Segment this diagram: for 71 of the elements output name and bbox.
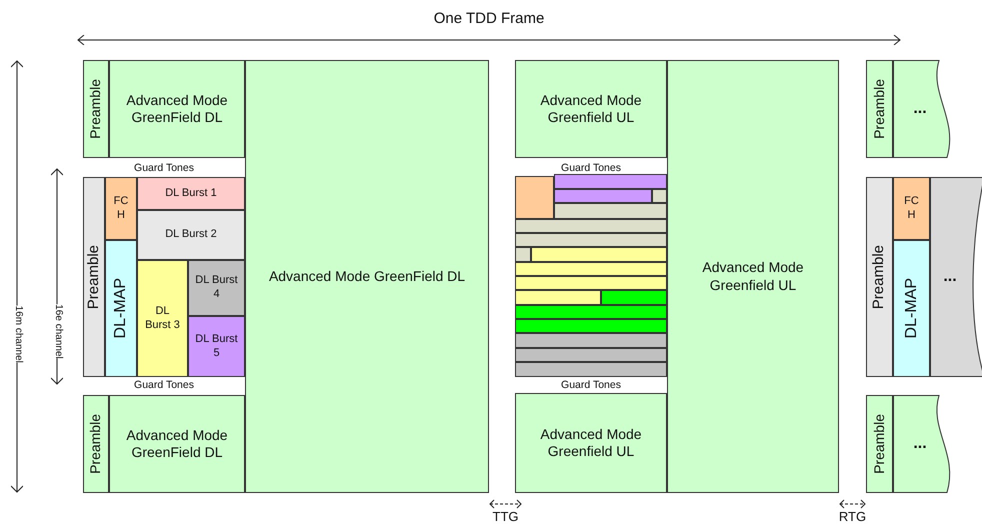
- block-label: ...: [913, 434, 928, 454]
- preamble-block: [866, 177, 893, 377]
- block-label: FCH: [904, 194, 920, 222]
- fch-block: [105, 177, 137, 240]
- burst-bar: [515, 176, 554, 219]
- block-label: Preamble: [870, 79, 888, 139]
- burst-block: [137, 177, 245, 210]
- frame-block: [245, 60, 489, 493]
- burst-bar: [515, 262, 667, 276]
- block-label: Preamble: [87, 79, 104, 139]
- burst-bar: [554, 174, 667, 189]
- torn-block: [930, 177, 982, 377]
- block-label: DL Burst 3: [144, 304, 181, 332]
- block-label: ...: [913, 99, 928, 119]
- burst-bar: [515, 290, 601, 305]
- block-label: Preamble: [870, 414, 888, 474]
- burst-block: [188, 316, 245, 377]
- block-label: Advanced Mode Greenfield UL: [701, 259, 805, 294]
- block-label: Advanced Mode Greenfield UL: [539, 92, 643, 126]
- block-label: DL-MAP: [111, 278, 130, 339]
- preamble-block: [83, 60, 109, 158]
- block-label: Preamble: [870, 244, 888, 310]
- frame-block: [667, 60, 839, 493]
- dl-map-block: [105, 240, 137, 377]
- frame-block: [109, 60, 245, 158]
- burst-bar: [601, 290, 667, 305]
- burst-bar: [554, 189, 652, 203]
- burst-bar: [515, 247, 531, 262]
- burst-block: [137, 260, 188, 377]
- burst-bar: [652, 189, 667, 203]
- preamble-block: [83, 395, 109, 493]
- frame-label: One TDD Frame: [434, 9, 544, 29]
- guard-label: Guard Tones: [133, 378, 195, 393]
- fch-block: [893, 177, 930, 240]
- guard-label: Guard Tones: [560, 161, 622, 176]
- burst-bar: [515, 333, 667, 348]
- gap-label: TTG: [492, 510, 518, 523]
- block-label: Advanced Mode GreenField DL: [125, 92, 229, 126]
- preamble-block: [866, 395, 893, 493]
- burst-block: [137, 210, 245, 260]
- frame-block: [109, 395, 245, 493]
- block-label: DL Burst 1: [164, 186, 218, 200]
- burst-bar: [554, 203, 667, 219]
- block-label: DL Burst 2: [164, 228, 218, 242]
- preamble-block: [866, 60, 893, 158]
- burst-bar: [515, 276, 667, 290]
- frame-block: [515, 60, 667, 158]
- block-label: Advanced Mode Greenfield UL: [539, 426, 643, 460]
- burst-block: [188, 260, 245, 316]
- preamble-block: [83, 177, 105, 377]
- guard-label: Guard Tones: [560, 378, 622, 393]
- burst-bar: [515, 305, 667, 319]
- block-label: DL Burst 5: [194, 332, 239, 360]
- burst-bar: [515, 233, 667, 247]
- burst-bar: [515, 362, 667, 377]
- block-label: ...: [943, 267, 958, 287]
- block-label: FCH: [113, 194, 129, 222]
- dl-map-block: [893, 240, 930, 377]
- block-label: DL Burst 4: [194, 274, 239, 302]
- burst-bar: [515, 319, 667, 333]
- guard-label: Guard Tones: [133, 161, 195, 176]
- block-label: Preamble: [87, 414, 104, 474]
- frame-block: [515, 393, 667, 493]
- burst-bar: [531, 247, 667, 262]
- gap-label: RTG: [838, 510, 866, 523]
- burst-bar: [515, 348, 667, 362]
- block-label: Advanced Mode GreenField DL: [268, 268, 466, 286]
- block-label: Advanced Mode GreenField DL: [125, 426, 229, 462]
- block-label: Preamble: [84, 244, 103, 310]
- block-label: DL-MAP: [902, 278, 920, 339]
- burst-bar: [515, 219, 667, 233]
